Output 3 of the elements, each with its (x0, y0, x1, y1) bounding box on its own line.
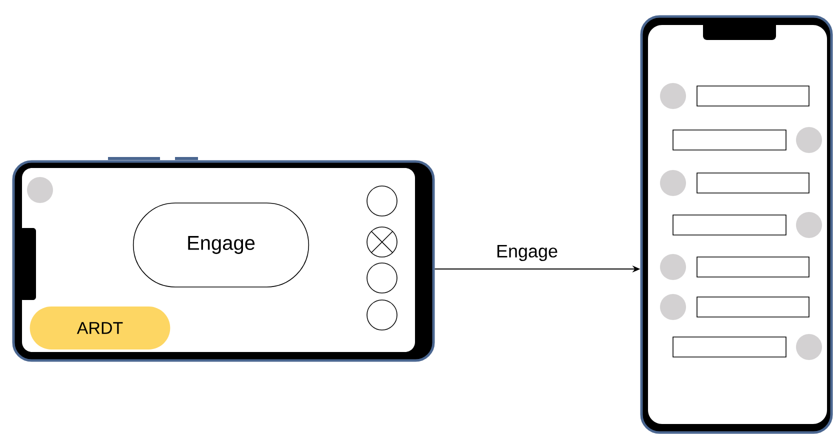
edge-label: Engage (494, 244, 560, 262)
phone-drawing (640, 15, 833, 434)
ardt-button: ARDT (30, 306, 170, 350)
